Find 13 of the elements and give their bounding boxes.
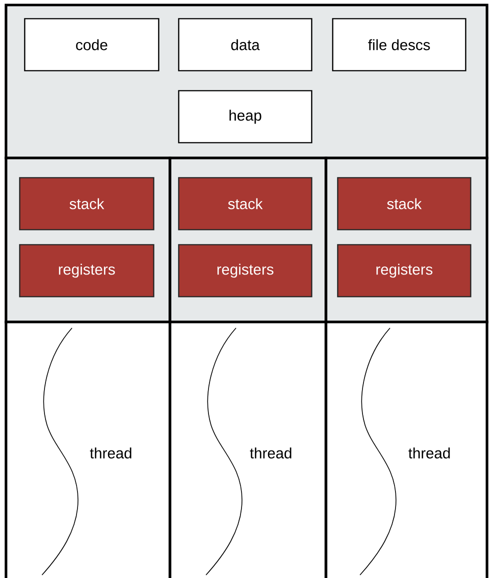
thread-column: thread — [4, 320, 172, 578]
segment-box: code — [24, 18, 160, 72]
register-box: registers — [337, 244, 472, 298]
thread-column: thread — [168, 320, 328, 578]
register-box: registers — [178, 244, 312, 298]
segment-box: file descs — [332, 18, 466, 72]
thread-column: thread — [324, 320, 488, 578]
register-box: stack — [178, 177, 312, 230]
register-box: stack — [337, 177, 472, 230]
register-box: registers — [19, 244, 154, 298]
register-box: stack — [19, 177, 154, 230]
segment-box: heap — [178, 90, 312, 144]
segment-box: data — [178, 18, 312, 72]
